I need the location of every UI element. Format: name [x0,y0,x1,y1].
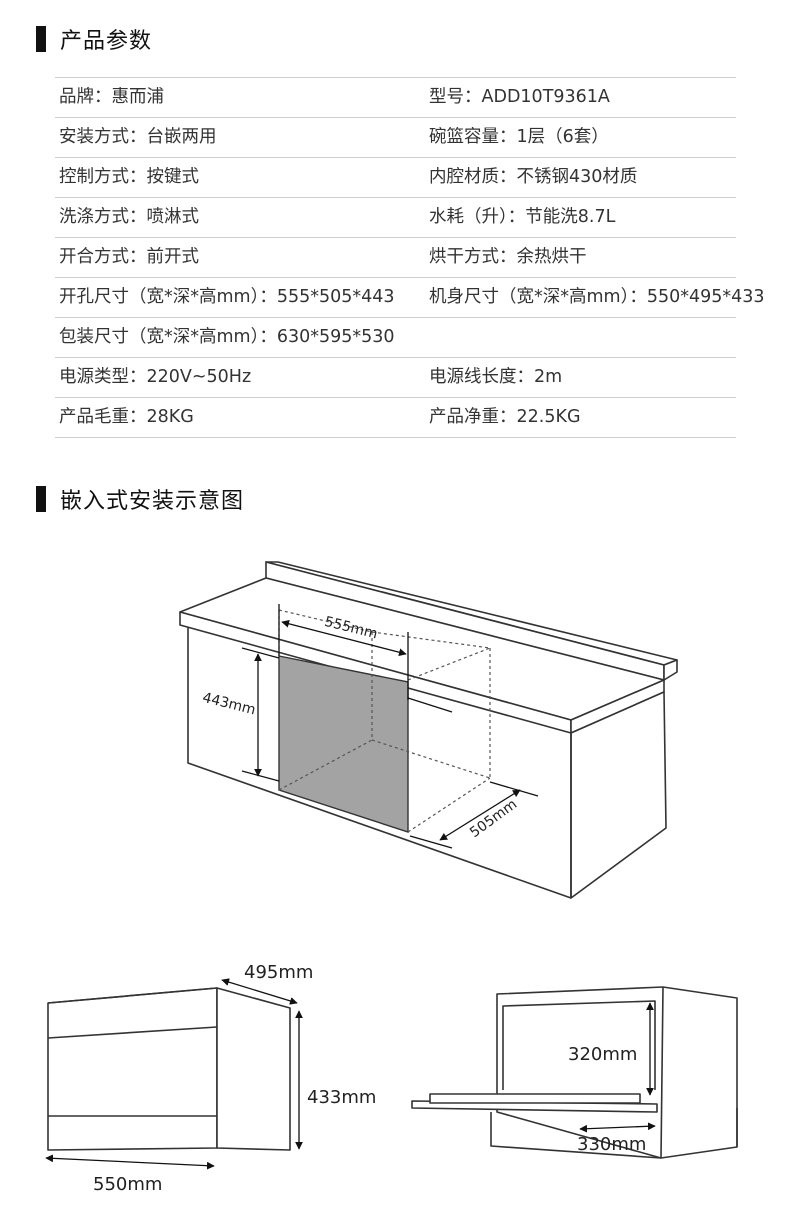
dimension-cutout-depth [409,781,539,849]
dimension-body [45,978,303,1170]
dimension-cutout-width [278,604,453,713]
spec-row: 安装方式：台嵌两用 碗篮容量：1层（6套） [55,118,736,158]
spec-cell-left: 包装尺寸（宽*深*高mm）：630*595*530 [59,327,395,347]
spec-row: 产品毛重：28KG 产品净重：22.5KG [55,398,736,438]
spec-cell-right: 碗篮容量：1层（6套） [429,127,609,147]
spec-cell-left: 安装方式：台嵌两用 [59,127,217,147]
spec-cell-left: 开孔尺寸（宽*深*高mm）：555*505*443 [59,287,395,307]
spec-row: 洗涤方式：喷淋式 水耗（升）：节能洗8.7L [55,198,736,238]
spec-row: 品牌：惠而浦 型号：ADD10T9361A [55,77,736,118]
label-cutout-height: 443mm [201,690,257,719]
spec-cell-left: 电源类型：220V~50Hz [59,367,252,387]
spec-cell-right: 烘干方式：余热烘干 [429,247,587,267]
spec-cell-right: 型号：ADD10T9361A [429,87,610,107]
spec-cell-left: 洗涤方式：喷淋式 [59,207,199,227]
spec-cell-left: 品牌：惠而浦 [59,87,164,107]
label-interior-height: 320mm [568,1044,637,1065]
dimension-cutout-height [241,647,280,782]
section-title-params: 产品参数 [36,23,152,55]
spec-cell-left: 控制方式：按键式 [59,167,199,187]
spec-row: 开合方式：前开式 烘干方式：余热烘干 [55,238,736,278]
section-marker [36,486,46,512]
dimension-interior [579,1002,656,1133]
label-body-height: 433mm [307,1087,376,1108]
spec-row: 开孔尺寸（宽*深*高mm）：555*505*443 机身尺寸（宽*深*高mm）：5… [55,278,765,318]
label-body-width: 550mm [93,1174,162,1195]
spec-row: 包装尺寸（宽*深*高mm）：630*595*530 [55,318,736,358]
spec-cell-right: 电源线长度：2m [429,367,563,387]
spec-cell-right: 内腔材质：不锈钢430材质 [429,167,638,187]
section-title-text: 产品参数 [60,29,153,54]
section-title-text: 嵌入式安装示意图 [60,489,245,514]
spec-row: 电源类型：220V~50Hz 电源线长度：2m [55,358,736,398]
label-interior-depth: 330mm [577,1134,646,1155]
spec-table: 品牌：惠而浦 型号：ADD10T9361A 安装方式：台嵌两用 碗篮容量：1层（6套… [55,77,765,438]
spec-cell-right: 产品净重：22.5KG [429,407,581,427]
spec-row: 控制方式：按键式 内腔材质：不锈钢430材质 [55,158,736,198]
spec-cell-left: 开合方式：前开式 [59,247,199,267]
cabinet-drawing [179,561,678,899]
section-marker [36,26,46,52]
spec-cell-right: 机身尺寸（宽*深*高mm）：550*495*433 [429,287,765,307]
label-cutout-width: 555mm [323,614,379,643]
spec-cell-right: 水耗（升）：节能洗8.7L [429,207,616,227]
hidden-box-dashed [278,609,491,833]
label-cutout-depth: 505mm [467,796,520,841]
spec-cell-left: 产品毛重：28KG [59,407,194,427]
label-body-depth: 495mm [244,962,313,983]
section-title-install: 嵌入式安装示意图 [36,483,244,515]
dishwasher-open-drawing [411,986,738,1159]
dishwasher-body-drawing [47,987,291,1151]
cutout-opening [278,655,409,833]
